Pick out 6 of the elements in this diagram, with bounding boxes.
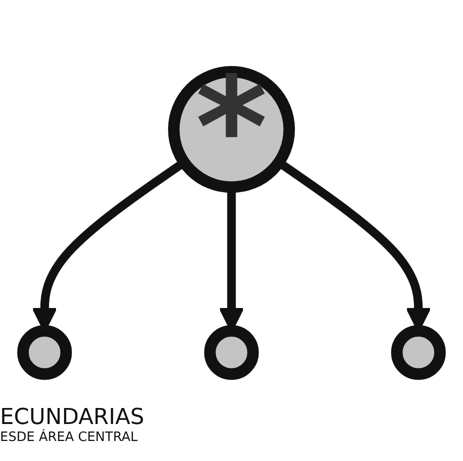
caption-text: ESDE ÁREA CENTRAL bbox=[0, 430, 139, 445]
node-circle bbox=[17, 325, 72, 380]
node-circle bbox=[204, 325, 259, 380]
caption-text: ECUNDARIAS bbox=[0, 405, 144, 430]
node-circle: * bbox=[168, 66, 295, 193]
node-circle bbox=[391, 325, 446, 380]
